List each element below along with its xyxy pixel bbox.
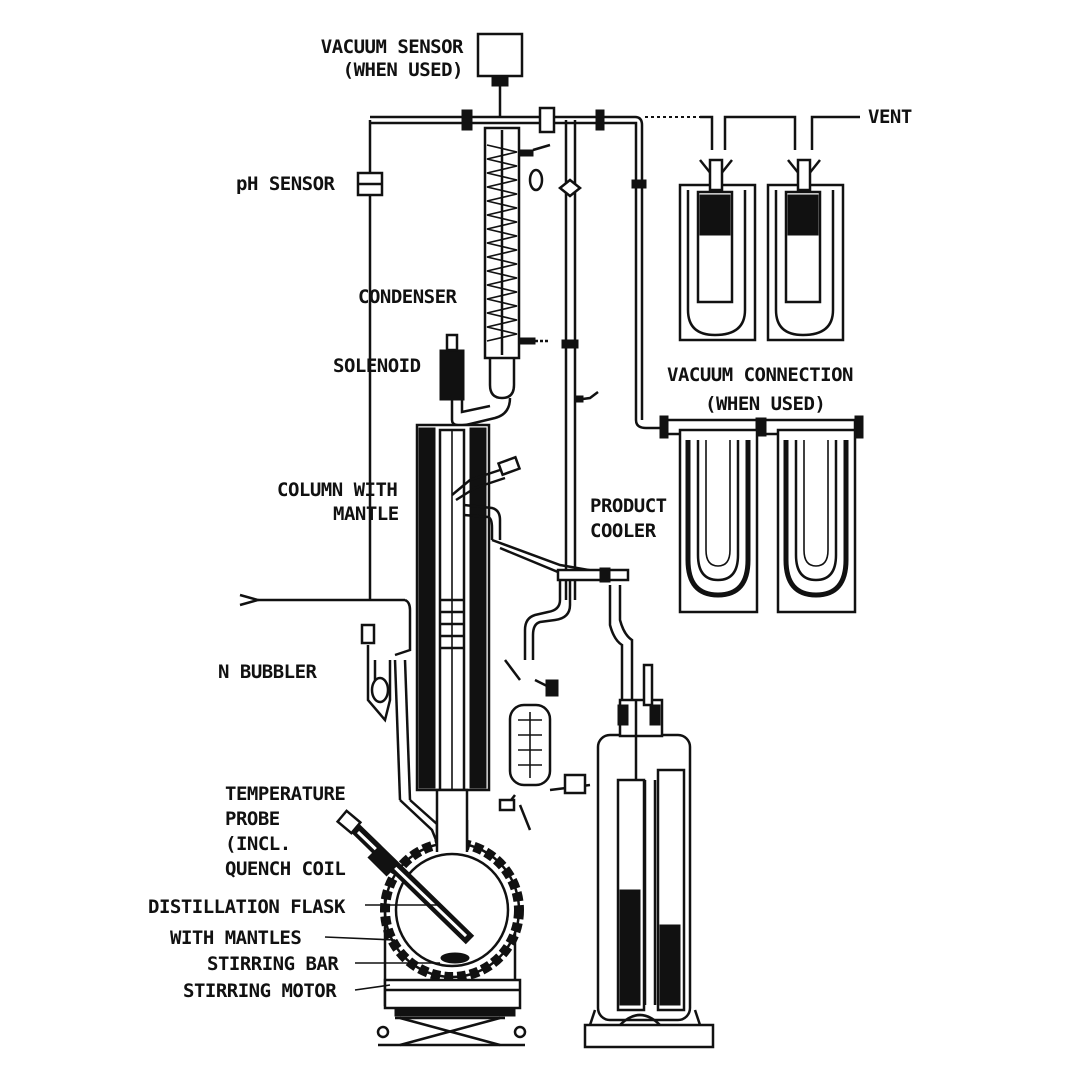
label-vacuum-connection-note: (WHEN USED) — [705, 393, 825, 415]
product-cooler-left — [678, 428, 759, 614]
label-vent: VENT — [868, 106, 912, 128]
label-condenser: CONDENSER — [358, 286, 458, 308]
stirring-motor — [383, 978, 522, 1017]
vent-lines — [700, 115, 860, 150]
label-vacuum-sensor: VACUUM SENSOR — [321, 36, 464, 58]
label-vacuum-connection: VACUUM CONNECTION — [667, 364, 853, 386]
ph-sensor — [356, 120, 384, 600]
label-product-line1: PRODUCT — [590, 495, 667, 517]
label-product-line2: COOLER — [590, 520, 657, 542]
solenoid — [439, 333, 512, 427]
top-manifold — [370, 106, 700, 420]
vacuum-sensor — [476, 32, 524, 118]
leader-lines — [324, 904, 440, 991]
distillation-flask — [380, 788, 524, 1007]
label-column-line1: COLUMN WITH — [277, 479, 397, 501]
label-solenoid: SOLENOID — [333, 355, 421, 377]
label-with-mantles: WITH MANTLES — [170, 927, 301, 949]
label-temp-line2: PROBE — [225, 808, 280, 830]
receiver-vessel — [583, 585, 715, 1049]
label-bubbler: N BUBBLER — [218, 661, 318, 683]
sight-glass — [498, 703, 591, 831]
column-with-mantle — [415, 423, 522, 792]
label-temp-line3: (INCL. — [225, 833, 291, 855]
label-ph-sensor: pH SENSOR — [236, 173, 336, 195]
condenser — [483, 126, 551, 400]
label-distillation-flask: DISTILLATION FLASK — [148, 896, 346, 918]
product-cooler-right — [776, 428, 857, 614]
label-stirring-bar: STIRRING BAR — [207, 953, 339, 975]
label-temp-line1: TEMPERATURE — [225, 783, 345, 805]
takeoff-line — [491, 538, 630, 697]
distillate-lines — [557, 120, 599, 600]
temperature-probe — [335, 809, 475, 945]
cold-trap-upper-right — [766, 158, 845, 342]
label-temp-line4: QUENCH COIL — [225, 858, 345, 880]
label-vacuum-sensor-note: (WHEN USED) — [343, 59, 463, 81]
label-column-line2: MANTLE — [333, 503, 399, 525]
label-stirring-motor: STIRRING MOTOR — [183, 980, 337, 1002]
cold-trap-upper-left — [678, 158, 757, 342]
lab-jack — [376, 1016, 527, 1047]
